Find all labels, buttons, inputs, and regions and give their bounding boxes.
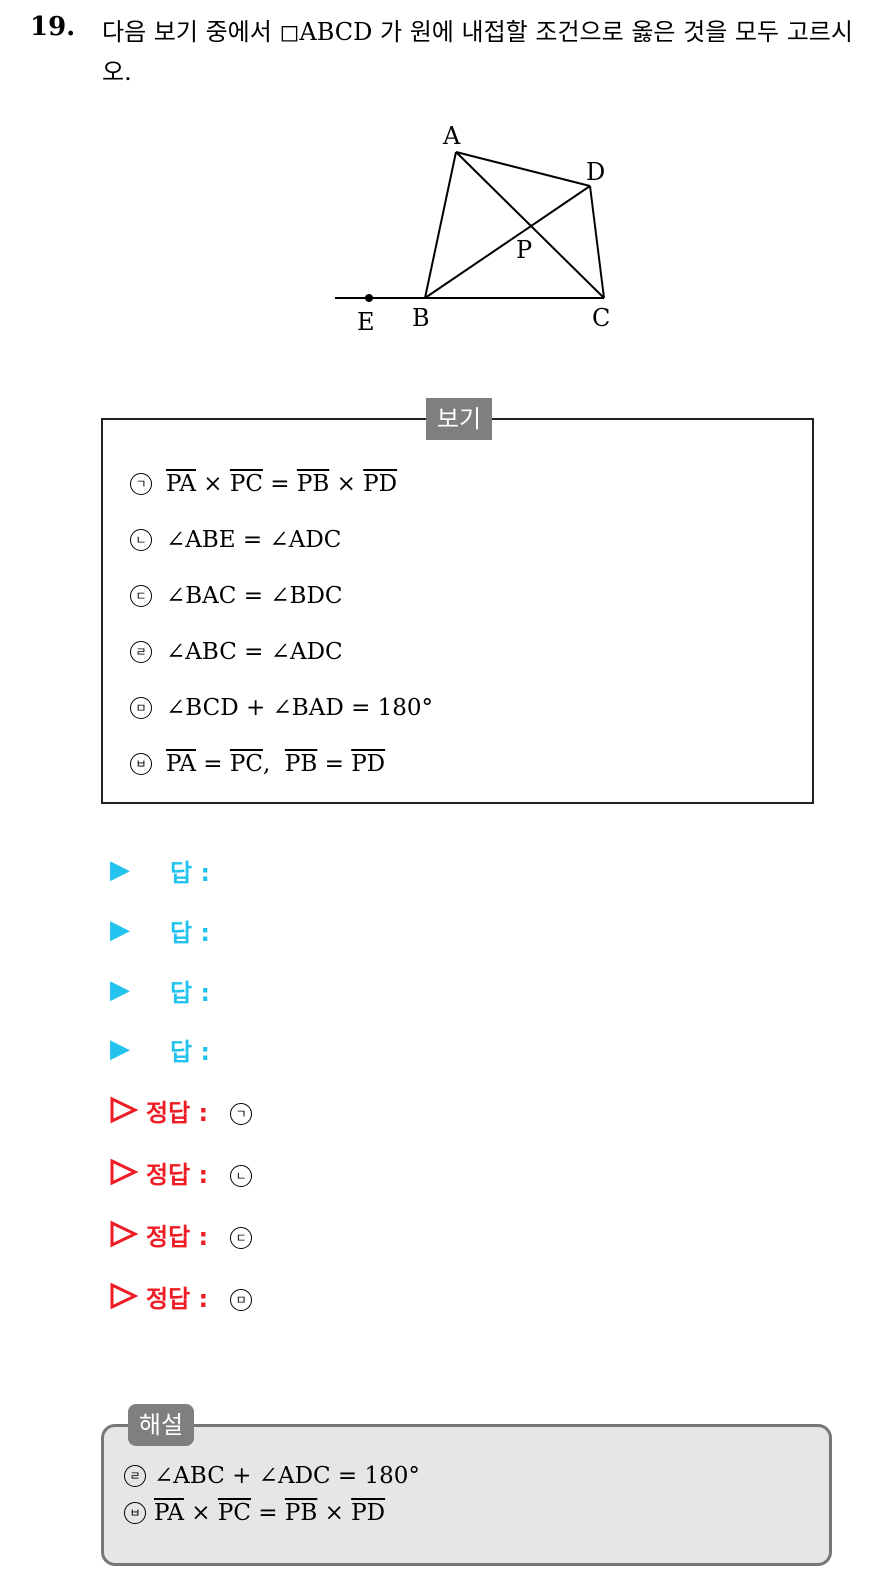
expr-part: PD	[351, 1500, 386, 1526]
circled-mark: ㅂ	[124, 1502, 146, 1524]
diagonal-ac	[455, 151, 605, 299]
circled-mark: ㅁ	[130, 697, 152, 719]
bogi-item: ㄱ PA × PC = PB × PD	[130, 466, 397, 502]
expr-part: PD	[363, 471, 398, 497]
solution-box	[101, 1424, 832, 1566]
circled-mark: ㄷ	[130, 585, 152, 607]
circled-mark: ㄷ	[230, 1226, 253, 1249]
expr-part: ∠ABE = ∠ADC	[166, 527, 342, 553]
label-a: A	[442, 122, 461, 150]
expr-part: ×	[317, 1500, 352, 1526]
expr-part: PB	[296, 471, 330, 497]
expr-part: ∠ABC + ∠ADC = 180°	[154, 1463, 420, 1489]
bogi-item: ㄷ ∠BAC = ∠BDC	[130, 578, 343, 614]
circled-mark: ㄴ	[130, 529, 152, 551]
circled-mark: ㄱ	[130, 473, 152, 495]
expr-part: PC	[229, 751, 263, 777]
label-e: E	[357, 308, 375, 336]
correct-label: 정답 :	[146, 1222, 209, 1251]
solution-title: 해설	[128, 1404, 194, 1446]
correct-label: 정답 :	[146, 1098, 209, 1127]
segment-ab	[424, 151, 457, 299]
label-b: B	[412, 304, 430, 332]
expr-part: PA	[154, 1500, 184, 1526]
diagonal-bd	[424, 185, 591, 299]
answer-label: 답 :	[170, 978, 211, 1007]
bogi-item: ㅂ PA = PC, PB = PD	[130, 746, 385, 782]
expr-part: =	[195, 751, 230, 777]
correct-answer-row: 정답 : ㄴ	[108, 1152, 266, 1192]
outline-triangle-icon	[110, 1282, 139, 1310]
expr-part: PD	[351, 751, 386, 777]
geometry-figure: A D P E B C	[335, 122, 610, 336]
play-arrow-icon: ▶	[110, 915, 130, 945]
play-arrow-icon: ▶	[110, 855, 130, 885]
expr-part: ×	[183, 1500, 218, 1526]
play-arrow-icon: ▶	[110, 1034, 130, 1064]
answer-row[interactable]: ▶ 답 :	[110, 852, 210, 888]
circled-mark: ㅁ	[230, 1288, 253, 1311]
circled-mark: ㄹ	[124, 1465, 146, 1487]
expr-part: ×	[195, 471, 230, 497]
expr-part: ∠ABC = ∠ADC	[166, 639, 343, 665]
expr-part: ,	[262, 751, 285, 777]
answer-row[interactable]: ▶ 답 :	[110, 972, 210, 1008]
outline-triangle-icon	[110, 1220, 139, 1248]
bogi-item: ㄴ ∠ABE = ∠ADC	[130, 522, 341, 558]
segment-ad	[455, 151, 591, 187]
expr-part: =	[262, 471, 297, 497]
segment-dc	[589, 185, 605, 299]
solution-line: ㅂ PA × PC = PB × PD	[124, 1495, 385, 1531]
question-number: 19.	[30, 12, 76, 42]
correct-answer-row: 정답 : ㄱ	[108, 1090, 266, 1130]
answer-label: 답 :	[170, 858, 211, 887]
circled-mark: ㅂ	[130, 753, 152, 775]
expr-part: PC	[229, 471, 263, 497]
bogi-item: ㅁ ∠BCD + ∠BAD = 180°	[130, 690, 433, 726]
expr-part: PA	[166, 751, 196, 777]
correct-answer-row: 정답 : ㅁ	[108, 1276, 266, 1316]
expr-part: =	[317, 751, 352, 777]
question-text: 다음 보기 중에서 ◻ABCD 가 원에 내접할 조건으로 옳은 것을 모두 고…	[102, 18, 853, 86]
answer-row[interactable]: ▶ 답 :	[110, 912, 210, 948]
label-c: C	[592, 304, 610, 332]
expr-part: ∠BAC = ∠BDC	[166, 583, 343, 609]
answer-label: 답 :	[170, 1037, 211, 1066]
correct-value: ㄷ	[230, 1220, 266, 1249]
play-arrow-icon: ▶	[110, 975, 130, 1005]
bogi-item: ㄹ ∠ABC = ∠ADC	[130, 634, 343, 670]
expr-part: =	[250, 1500, 285, 1526]
expr-part: ×	[329, 471, 364, 497]
correct-value: ㄴ	[230, 1158, 266, 1187]
expr-part: PB	[284, 751, 318, 777]
correct-label: 정답 :	[146, 1160, 209, 1189]
label-d: D	[586, 158, 605, 186]
outline-triangle-icon	[110, 1096, 139, 1124]
circled-mark: ㄹ	[130, 641, 152, 663]
correct-value: ㄱ	[230, 1096, 266, 1125]
expr-part: PB	[284, 1500, 318, 1526]
circled-mark: ㄴ	[230, 1164, 253, 1187]
correct-label: 정답 :	[146, 1284, 209, 1313]
solution-line: ㄹ ∠ABC + ∠ADC = 180°	[124, 1458, 420, 1494]
correct-value: ㅁ	[230, 1282, 266, 1311]
answer-row[interactable]: ▶ 답 :	[110, 1031, 210, 1067]
expr-part: PC	[217, 1500, 251, 1526]
point-e-dot	[365, 294, 373, 302]
circled-mark: ㄱ	[230, 1102, 253, 1125]
expr-part: PA	[166, 471, 196, 497]
outline-triangle-icon	[110, 1158, 139, 1186]
correct-answer-row: 정답 : ㄷ	[108, 1214, 266, 1254]
label-p: P	[516, 236, 532, 264]
expr-part: ∠BCD + ∠BAD = 180°	[166, 695, 434, 721]
answer-label: 답 :	[170, 918, 211, 947]
bogi-title: 보기	[426, 398, 492, 440]
